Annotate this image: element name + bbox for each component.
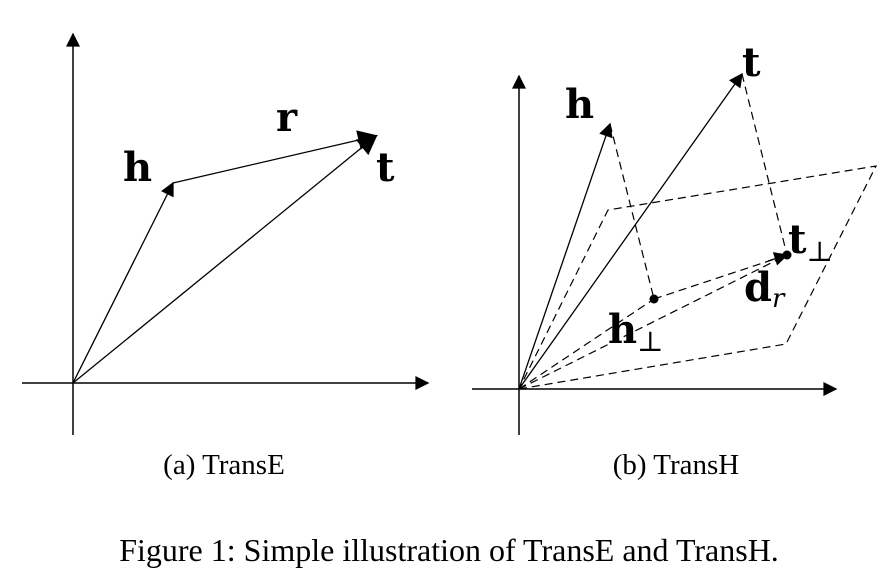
caption-transe: (a) TransE — [163, 449, 285, 481]
vector-t-transh — [518, 72, 743, 390]
label-r-transe: r — [276, 94, 298, 141]
vector-h-transh — [518, 122, 613, 390]
hyperplane — [517, 165, 878, 390]
caption-transh: (b) TransH — [613, 449, 740, 481]
point-t-perp — [782, 250, 792, 260]
label-h-transh: h — [565, 81, 594, 128]
label-dr: dr — [744, 264, 786, 314]
panel-transe: h r t (a) TransE — [22, 32, 430, 481]
label-t-transh: t — [742, 39, 761, 86]
label-h-perp: h⊥ — [608, 306, 663, 358]
label-h-transe: h — [123, 144, 152, 191]
label-t-transe: t — [376, 144, 395, 191]
projection-line-h — [609, 123, 655, 300]
projection-line-t — [741, 73, 788, 256]
figure-caption: Figure 1: Simple illustration of TransE … — [119, 532, 779, 568]
axes-transh — [472, 74, 838, 435]
vector-h-transe — [72, 181, 174, 384]
vector-r-transe — [172, 130, 378, 184]
dashed-t-perp-from-origin — [518, 254, 788, 390]
point-h-perp — [649, 294, 659, 304]
dashed-h-perp-from-origin — [518, 298, 655, 390]
panel-transh: h t t⊥ dr h⊥ (b) TransH — [472, 39, 878, 481]
label-t-perp: t⊥ — [788, 216, 833, 268]
vector-t-transe — [72, 134, 378, 384]
axes-transe — [22, 32, 430, 435]
vector-dr — [653, 254, 788, 300]
